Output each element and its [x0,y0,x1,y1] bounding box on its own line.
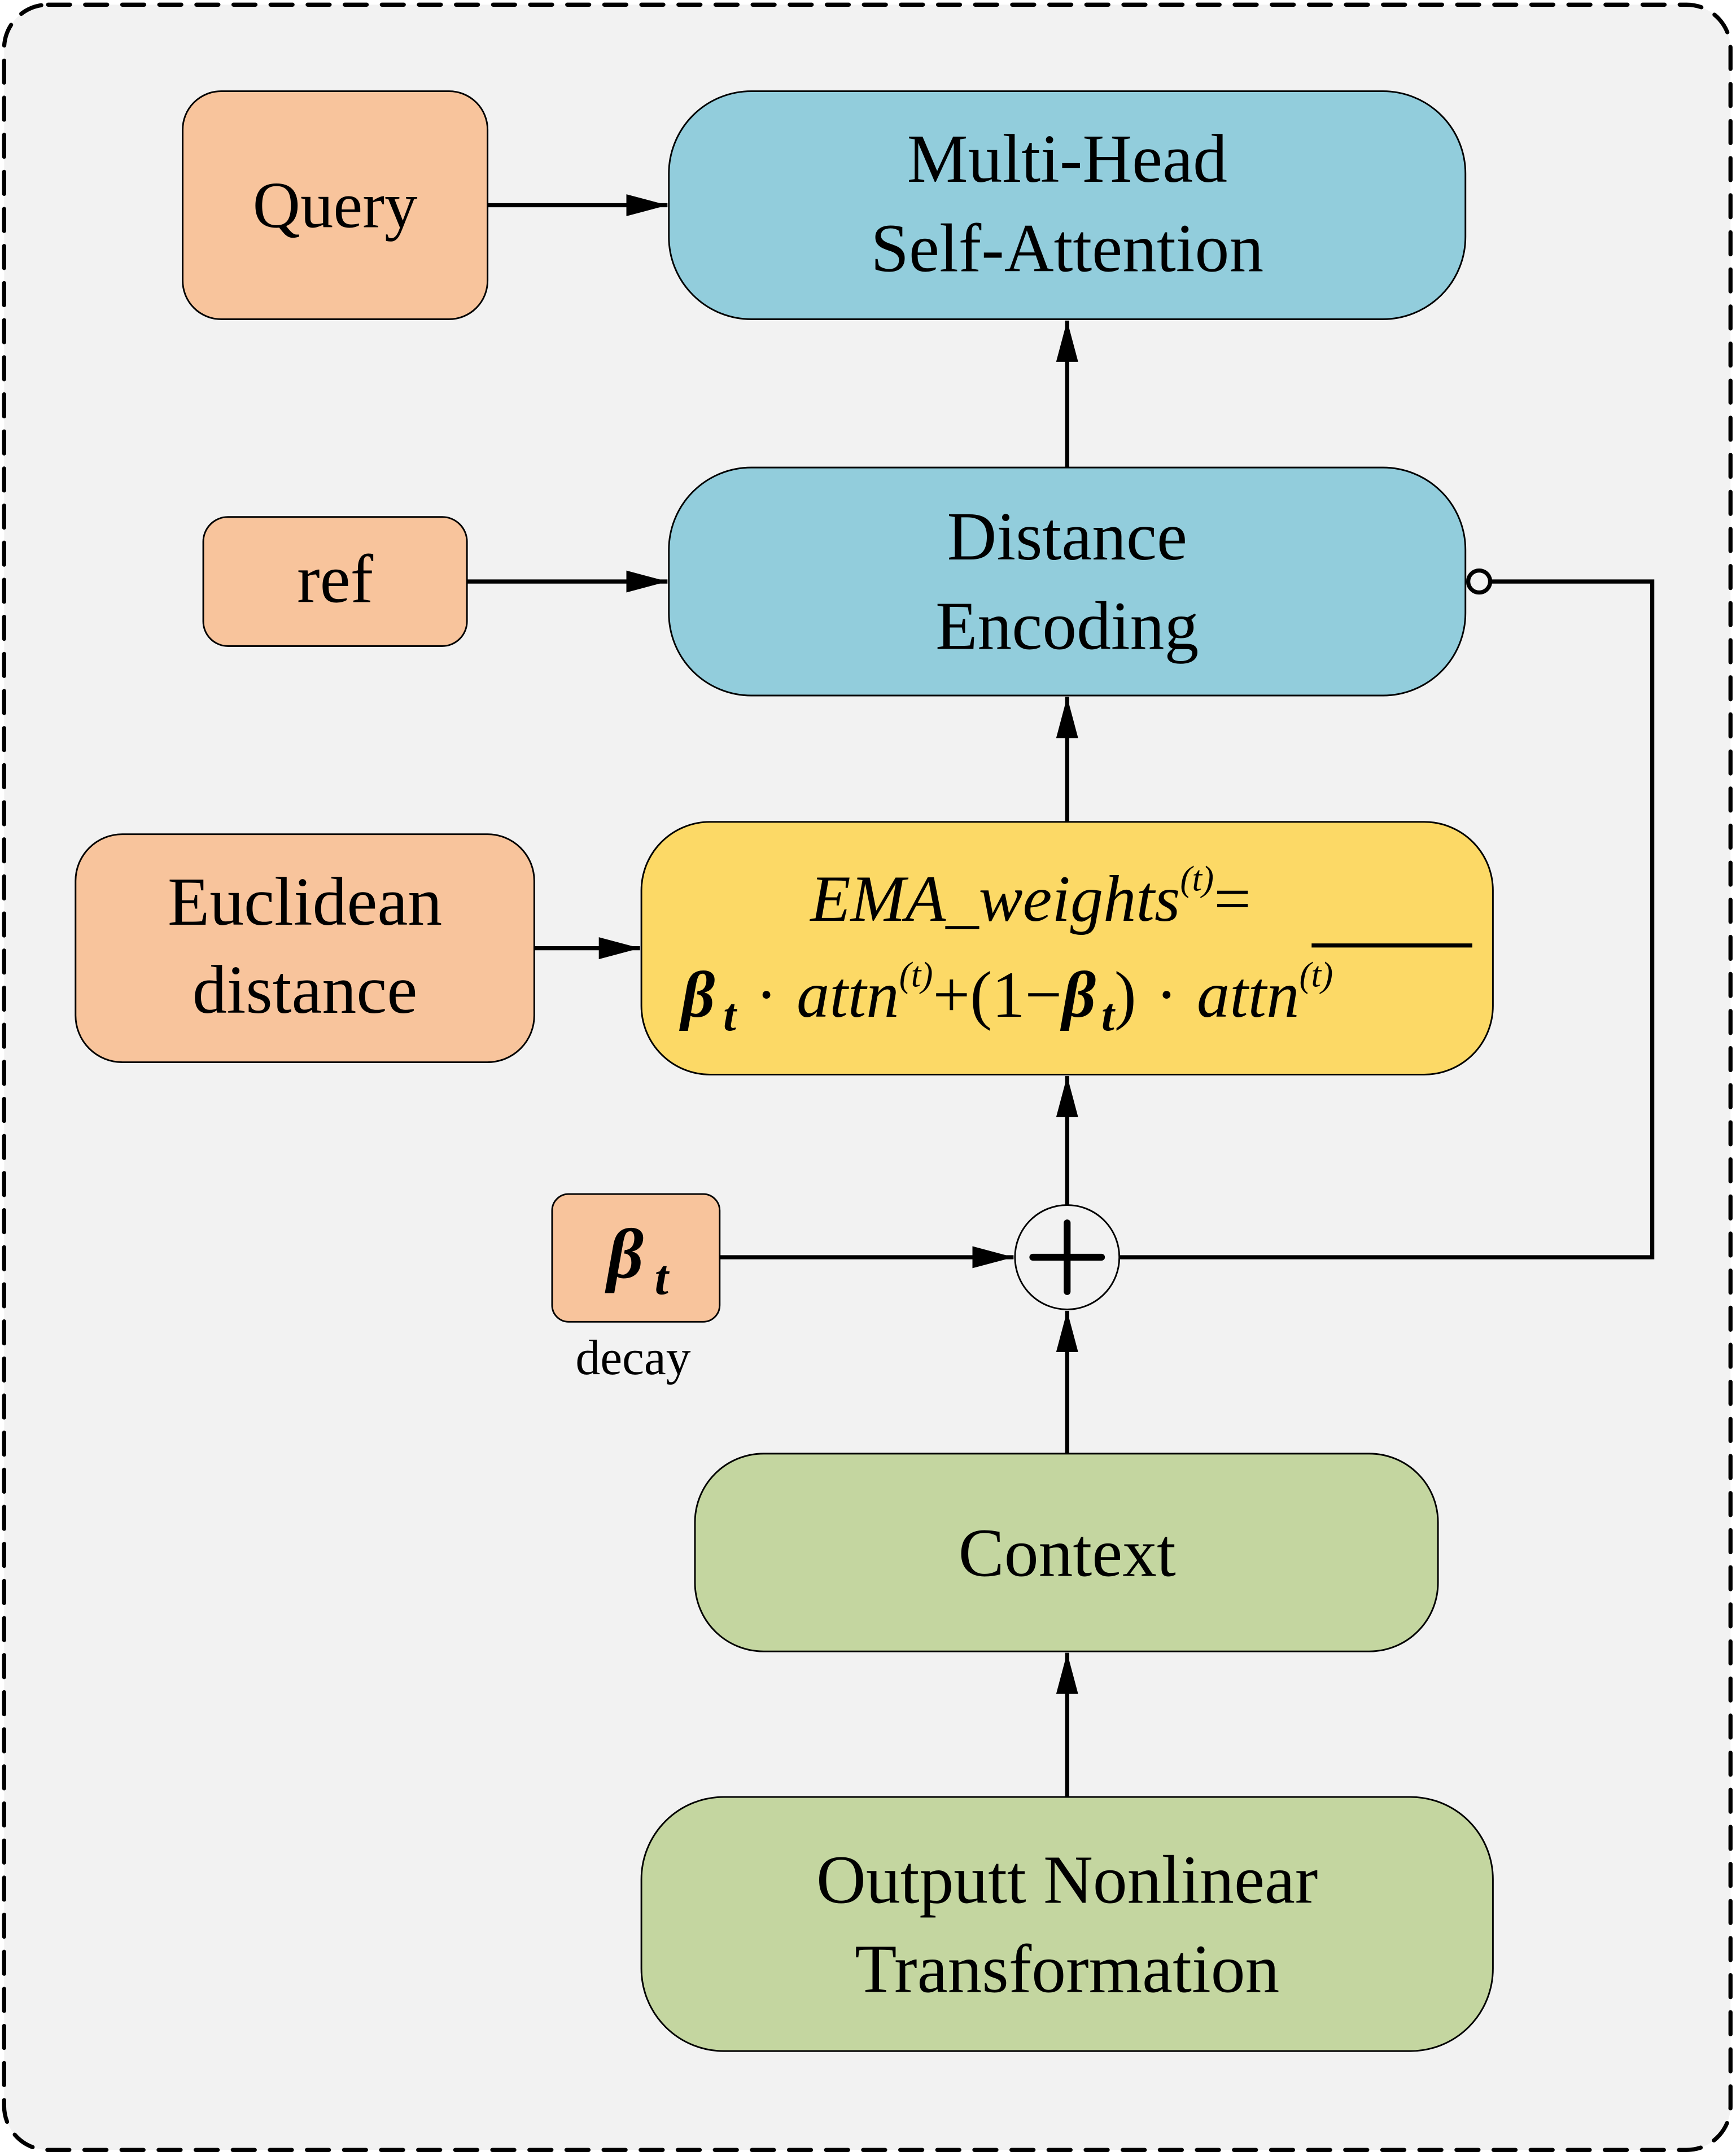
output-line1: Outputt Nonlinear [816,1842,1318,1918]
ema-attn-bar: attn [1197,959,1300,1031]
ema-beta-sub: t [723,989,738,1041]
output-node[interactable]: Outputt Nonlinear Transformation [640,1796,1494,2052]
context-node[interactable]: Context [694,1453,1439,1652]
feedback-end-circle [1466,568,1493,595]
ema-attn-bar-sup: (t) [1299,955,1333,995]
ema-beta: β [679,959,715,1031]
beta-glyph: β [605,1214,644,1293]
beta-sub: t [655,1250,670,1305]
context-label: Context [959,1515,1176,1591]
distance-encoding-line2: Encoding [935,588,1199,664]
ema-plus: +(1− [933,959,1062,1031]
ref-node[interactable]: ref [202,516,468,647]
query-label: Query [253,169,418,242]
distance-encoding-line1: Distance [947,499,1187,575]
ema-beta2: β [1060,959,1096,1031]
ema-dot: · [755,959,777,1031]
beta-caption: decay [575,1330,690,1385]
output-line2: Transformation [855,1931,1279,2007]
mhsa-label-line2: Self-Attention [871,211,1263,286]
edge-sum-feedback-to-distance [1119,579,1655,1260]
output-box [640,1796,1494,2052]
ema-equals: = [1214,863,1251,935]
mhsa-box [668,90,1467,320]
euclidean-line1: Euclidean [168,864,442,940]
ema-dot2: · [1156,959,1178,1031]
mhsa-node[interactable]: Multi-Head Self-Attention [668,90,1467,320]
distance-encoding-node[interactable]: Distance Encoding [668,466,1467,697]
ref-label: ref [297,542,373,618]
ema-beta2-sub: t [1101,989,1116,1041]
ema-box [640,821,1494,1075]
ema-formula-line1: EMA_weights(t)= [809,859,1251,935]
ema-close: ) [1114,959,1136,1031]
ema-lhs: EMA_weights [809,863,1180,935]
ema-sup: (t) [1180,859,1214,898]
euclidean-line2: distance [193,952,417,1028]
query-node[interactable]: Query [182,90,489,320]
ema-attn: attn [797,959,899,1031]
sum-node[interactable] [1014,1204,1121,1310]
mhsa-label-line1: Multi-Head [907,121,1227,197]
euclidean-node[interactable]: Euclidean distance [75,833,535,1063]
ema-attn-sup: (t) [899,955,933,995]
